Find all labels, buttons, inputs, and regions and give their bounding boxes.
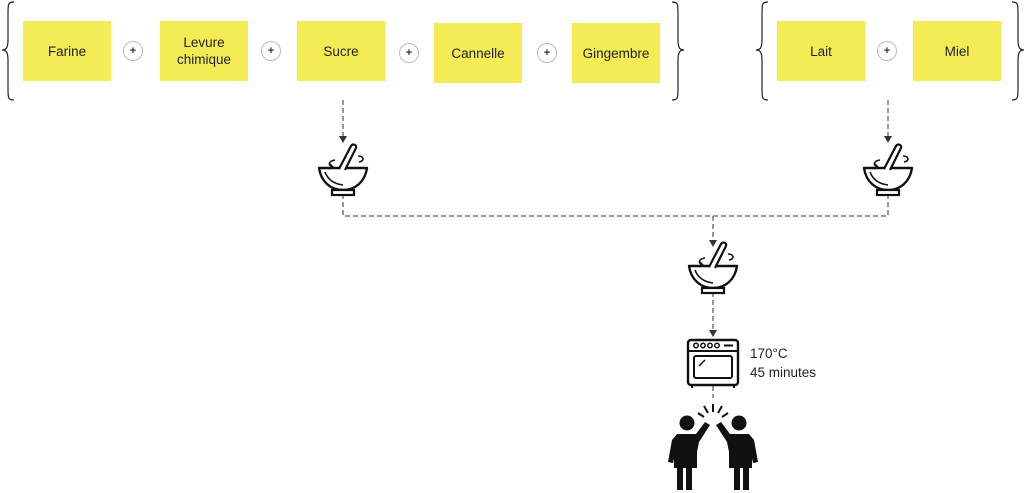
oven-icon xyxy=(686,338,740,388)
note-farine: Farine xyxy=(23,21,111,81)
note-levure-chimique: Levure chimique xyxy=(160,21,248,81)
connector-bowls-merge xyxy=(342,194,889,217)
right-brace-wet-group xyxy=(1011,1,1024,101)
plus-operator: + xyxy=(537,43,557,63)
note-sucre: Sucre xyxy=(297,21,385,81)
left-brace-wet-group xyxy=(755,1,769,101)
mixing-bowl-icon xyxy=(862,143,914,197)
note-gingembre: Gingembre xyxy=(572,23,660,83)
high-five-icon xyxy=(668,404,758,490)
oven-settings: 170°C 45 minutes xyxy=(750,344,816,382)
oven-temperature: 170°C xyxy=(750,346,788,361)
note-cannelle: Cannelle xyxy=(434,23,522,83)
note-miel: Miel xyxy=(913,21,1001,81)
mixing-bowl-icon xyxy=(687,241,739,295)
plus-operator: + xyxy=(123,41,143,61)
oven-duration: 45 minutes xyxy=(750,365,817,380)
plus-operator: + xyxy=(261,41,281,61)
right-brace-dry-group xyxy=(671,1,685,101)
left-brace-dry-group xyxy=(1,1,15,101)
mixing-bowl-icon xyxy=(317,143,369,197)
note-lait: Lait xyxy=(777,21,865,81)
plus-operator: + xyxy=(877,41,897,61)
plus-operator: + xyxy=(399,43,419,63)
